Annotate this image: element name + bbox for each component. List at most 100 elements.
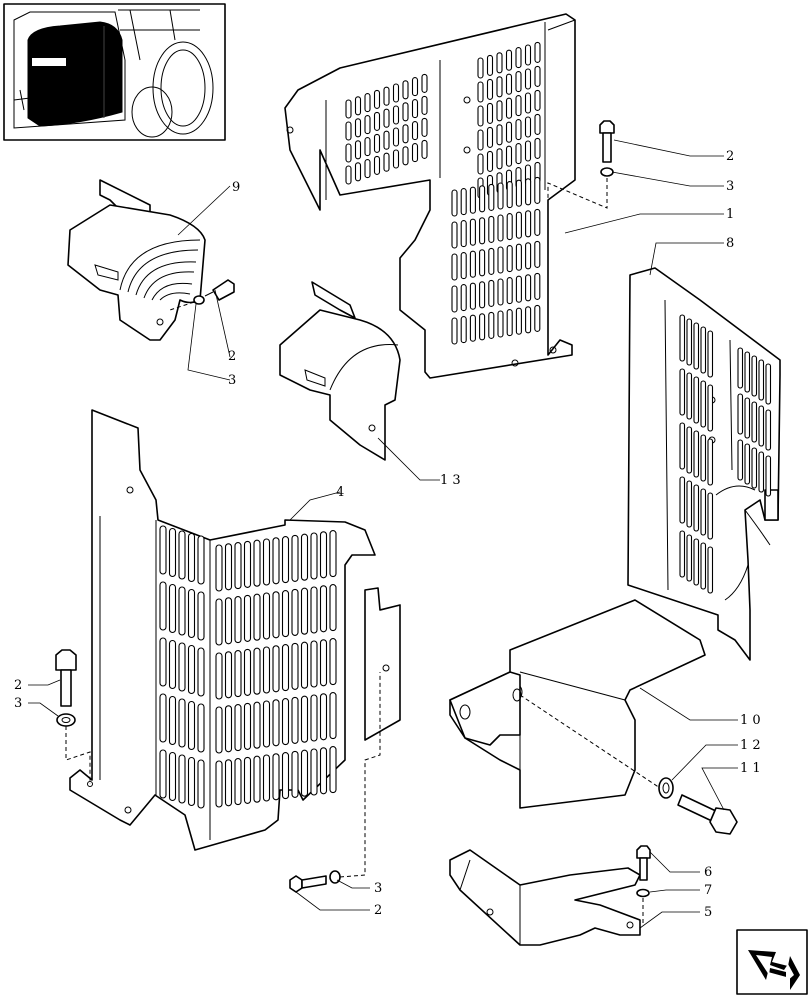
vent-slot: [751, 355, 758, 397]
vent-slot: [234, 650, 242, 698]
callout-2: 2: [374, 903, 382, 918]
vent-slot: [392, 83, 400, 103]
vent-slot: [281, 536, 290, 584]
vent-slot: [479, 281, 486, 309]
vent-slot: [159, 693, 167, 743]
vent-slot: [534, 208, 541, 236]
vent-slot: [354, 118, 362, 138]
vent-slot: [421, 139, 428, 159]
vent-slot: [515, 275, 522, 303]
vent-slot: [224, 759, 233, 807]
vent-slot: [525, 178, 532, 206]
vent-slot: [707, 546, 714, 594]
vent-slot: [524, 140, 532, 162]
callout-1: 1: [726, 207, 734, 222]
vent-slot: [272, 753, 280, 801]
vent-slot: [364, 159, 371, 179]
vent-slot: [534, 65, 541, 87]
part-1-upper-guard: [284, 13, 576, 379]
vent-slot: [524, 116, 532, 138]
vent-slot: [402, 124, 409, 144]
callout-9: 9: [232, 180, 240, 195]
vent-slot: [679, 314, 686, 362]
vent-slot: [506, 245, 513, 273]
vent-slot: [460, 188, 467, 216]
vent-slot: [291, 696, 299, 744]
vent-slot: [686, 372, 693, 420]
vent-slot: [758, 451, 765, 493]
vent-slot: [700, 326, 707, 374]
vent-slot: [310, 586, 318, 634]
callout-2: 2: [14, 678, 22, 693]
callout-leaders: [28, 139, 738, 929]
assembly-lines: [65, 178, 661, 925]
vent-slot: [524, 44, 532, 66]
part-13-duct-shroud: [279, 281, 401, 461]
vent-slot: [469, 314, 476, 342]
vent-slot: [686, 480, 693, 528]
vent-slot: [215, 544, 223, 592]
vent-slot: [737, 347, 744, 389]
vent-slot: [693, 484, 700, 532]
vent-slot: [392, 149, 400, 169]
vent-slot: [469, 186, 476, 214]
vent-slot: [243, 540, 252, 588]
callout-10: 1 0: [740, 713, 761, 728]
vent-slot: [197, 703, 205, 753]
vent-slot: [758, 359, 765, 401]
vent-slot: [737, 393, 744, 435]
vent-slot: [159, 637, 167, 687]
vent-slot: [329, 692, 337, 740]
vent-slot: [178, 754, 186, 804]
vent-slot: [758, 405, 765, 447]
vent-slot: [224, 543, 233, 591]
callout-4: 4: [336, 485, 344, 500]
vent-slot: [679, 476, 686, 524]
vent-slot: [707, 438, 714, 486]
vent-slot: [392, 127, 400, 147]
vent-slot: [451, 317, 458, 345]
vent-slot: [159, 749, 167, 799]
vent-slot: [497, 182, 504, 210]
callout-labels: 9 2 3 1 8 2 3 1 3 4 2 3 1 0 1 2 1 1 3 2 …: [14, 149, 761, 920]
vent-slot: [525, 210, 532, 238]
vent-slot: [506, 309, 513, 337]
vent-slot: [319, 639, 328, 687]
next-page-button[interactable]: [736, 929, 808, 995]
vent-slot: [373, 133, 381, 153]
vent-slot: [272, 645, 280, 693]
vent-slot: [187, 756, 196, 807]
vent-slot: [469, 282, 476, 310]
callout-2: 2: [228, 349, 236, 364]
vent-slot: [765, 409, 772, 451]
vent-slot: [253, 755, 261, 803]
vent-slot: [707, 492, 714, 540]
vent-slot: [411, 77, 419, 97]
vent-slot: [345, 165, 352, 185]
vent-slot: [402, 102, 409, 122]
vent-slot: [515, 243, 522, 271]
vent-slot: [486, 78, 494, 100]
vent-slot: [373, 111, 381, 131]
vent-slot: [460, 316, 467, 344]
vent-slot: [215, 706, 223, 754]
vent-slot: [700, 542, 707, 590]
vent-slot: [534, 240, 541, 268]
vent-slot: [751, 447, 758, 489]
vent-slot: [505, 97, 513, 119]
vent-slot: [765, 455, 772, 497]
vent-slot: [310, 694, 318, 742]
vent-slot: [291, 534, 299, 582]
vent-slot: [197, 759, 205, 809]
vent-slot: [402, 146, 409, 166]
vent-slot: [383, 86, 390, 106]
callout-3: 3: [374, 881, 382, 896]
vent-slot: [178, 530, 186, 580]
vent-slot: [329, 584, 337, 632]
vent-slot: [168, 751, 177, 802]
vent-slot: [524, 68, 532, 90]
vent-slot: [486, 54, 494, 76]
vent-slot: [506, 181, 513, 209]
vent-slot: [744, 397, 751, 439]
